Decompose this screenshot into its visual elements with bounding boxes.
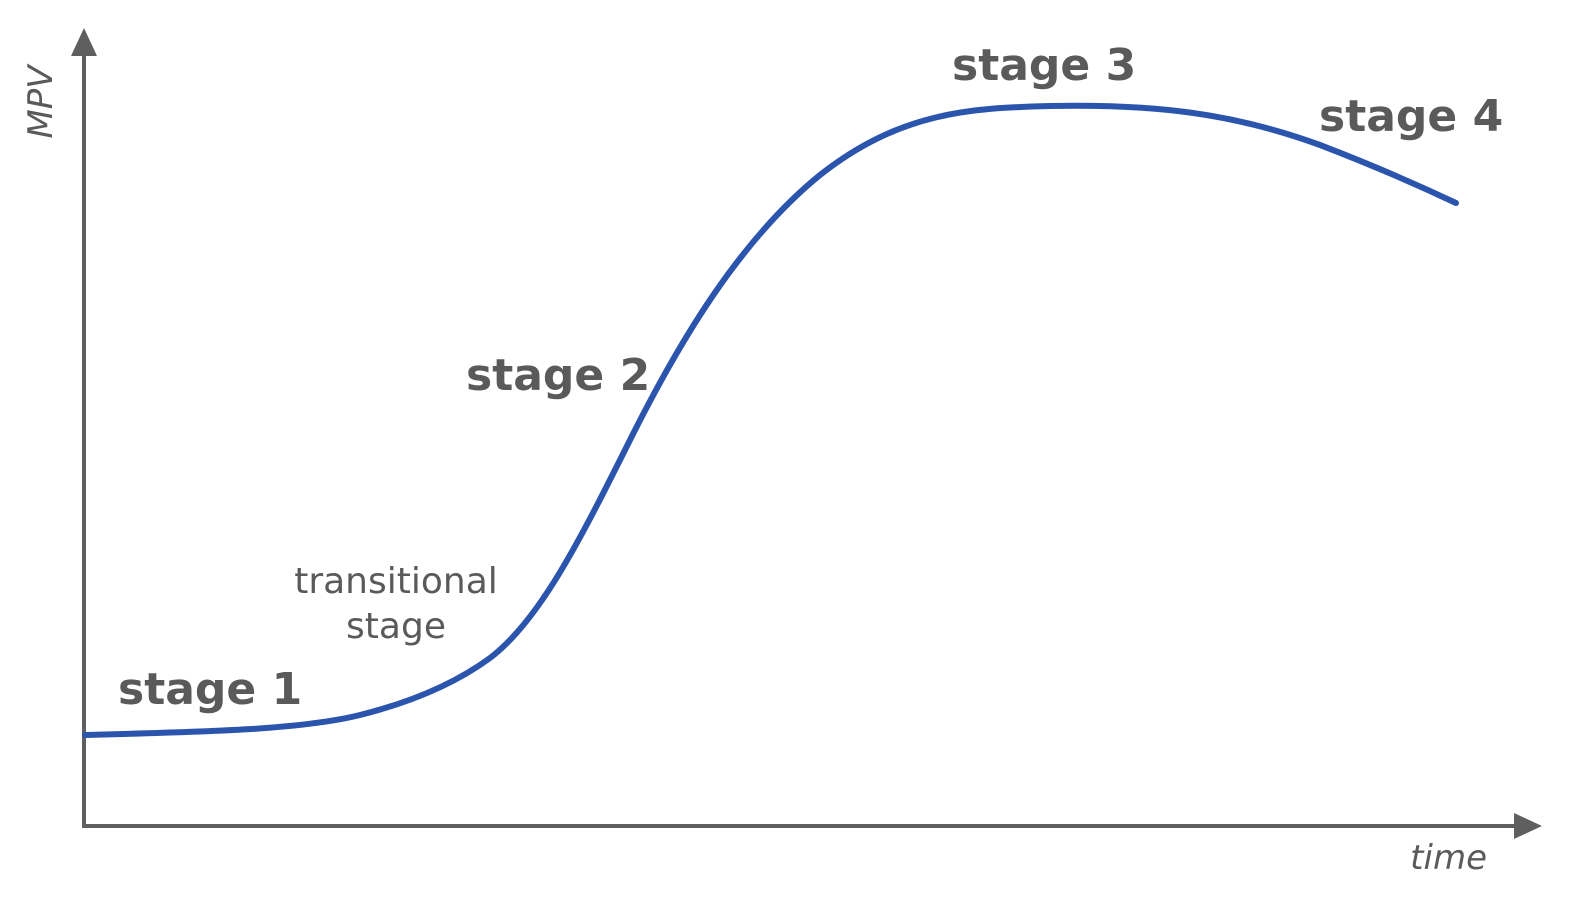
x-axis-label: time	[1410, 838, 1487, 878]
y-axis-label: MPV	[21, 63, 61, 139]
y-axis-arrowhead	[71, 28, 97, 56]
transitional-stage-label-line2: stage	[346, 606, 446, 647]
mpv-progression-curve	[82, 102, 1459, 738]
stage-1-label: stage 1	[118, 664, 302, 715]
stage-4-label: stage 4	[1319, 91, 1503, 142]
stage-3-label: stage 3	[952, 40, 1136, 91]
x-axis-arrowhead	[1514, 813, 1542, 839]
transitional-stage-label-line1: transitional	[294, 561, 498, 602]
stage-2-label: stage 2	[466, 350, 650, 401]
